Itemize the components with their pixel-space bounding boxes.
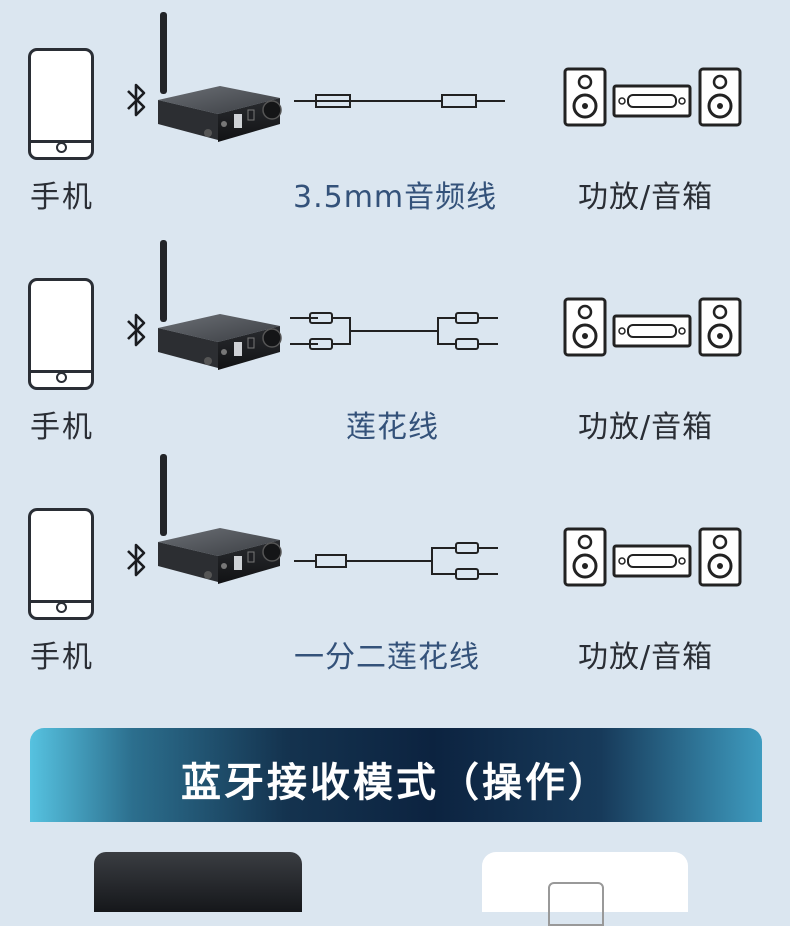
section-banner: 蓝牙接收模式（操作） (30, 728, 762, 822)
bluetooth-icon (127, 543, 146, 577)
phone-icon (28, 508, 94, 620)
phone-screenshot-card (482, 852, 688, 926)
bluetooth-receiver-device (158, 454, 282, 584)
cable-label: 一分二莲花线 (294, 640, 480, 675)
cable-label: 莲花线 (346, 410, 439, 445)
amplifier-speakers-icon (563, 527, 742, 587)
connection-row-rca: 手机 莲花线 功放/音箱 (0, 230, 790, 460)
device-label: 手机 (30, 640, 94, 675)
amplifier-speakers-icon (563, 67, 742, 127)
connection-row-split-rca: 手机 一分二莲花线 功放/音箱 (0, 454, 790, 690)
rca-cable-icon (290, 312, 498, 350)
bluetooth-receiver-device (158, 240, 282, 370)
device-label: 手机 (30, 410, 94, 445)
device-photo (94, 852, 302, 912)
cable-label: 3.5mm音频线 (293, 180, 498, 215)
aux-cable-icon (294, 94, 505, 108)
split-rca-cable-icon (294, 542, 498, 580)
phone-icon (28, 48, 94, 160)
bluetooth-receiver-device (158, 12, 282, 142)
amplifier-speakers-icon (563, 297, 742, 357)
connection-row-3-5mm: 手机 3.5mm音频线 功放/音箱 (0, 0, 790, 230)
phone-icon (28, 278, 94, 390)
phone-icon (548, 882, 604, 926)
bluetooth-icon (127, 83, 146, 117)
device-label: 手机 (30, 180, 94, 215)
amp-label: 功放/音箱 (578, 180, 714, 215)
amp-label: 功放/音箱 (578, 640, 714, 675)
banner-title: 蓝牙接收模式（操作） (181, 760, 611, 806)
bluetooth-icon (127, 313, 146, 347)
amp-label: 功放/音箱 (578, 410, 714, 445)
